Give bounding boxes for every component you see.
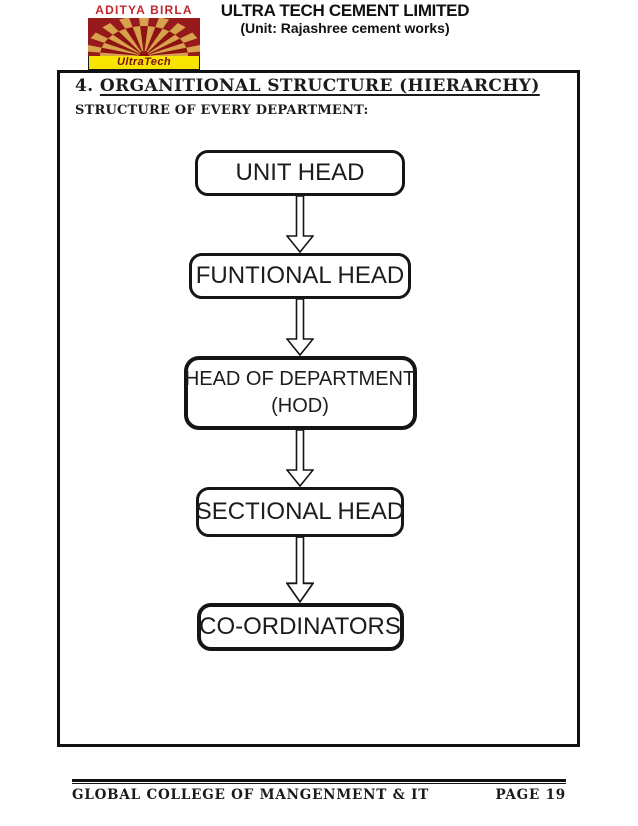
unit-name: (Unit: Rajashree cement works) bbox=[240, 20, 450, 36]
down-arrow-icon bbox=[286, 430, 314, 487]
section-title: ORGANITIONAL STRUCTURE (HIERARCHY) bbox=[99, 76, 540, 96]
section-subtitle: STRUCTURE OF EVERY DEPARTMENT: bbox=[75, 103, 369, 118]
flowchart-node-coordinators: CO-ORDINATORS bbox=[196, 603, 404, 651]
flowchart-node-functional-head: FUNTIONAL HEAD bbox=[189, 253, 411, 299]
node-label: HEAD OF DEPARTMENT bbox=[184, 368, 416, 390]
sunburst-emblem-icon bbox=[88, 18, 200, 56]
org-hierarchy-flowchart: UNIT HEAD FUNTIONAL HEAD HEAD OF DEPARTM… bbox=[54, 150, 546, 651]
footer-page-number: PAGE 19 bbox=[495, 787, 566, 803]
ultratech-band: UltraTech bbox=[88, 56, 200, 70]
footer-divider-thick bbox=[72, 779, 566, 782]
footer-institution: GLOBAL COLLEGE OF MANGENMENT & IT bbox=[72, 787, 430, 803]
node-label: FUNTIONAL HEAD bbox=[195, 262, 405, 289]
page-content-frame: 4. ORGANITIONAL STRUCTURE (HIERARCHY) ST… bbox=[57, 70, 580, 747]
flowchart-node-sectional-head: SECTIONAL HEAD bbox=[196, 487, 404, 537]
company-name: ULTRA TECH CEMENT LIMITED bbox=[220, 1, 470, 20]
document-header: ULTRA TECH CEMENT LIMITED (Unit: Rajashr… bbox=[214, 1, 476, 37]
node-label: UNIT HEAD bbox=[235, 159, 365, 186]
down-arrow-icon bbox=[286, 537, 314, 603]
flowchart-node-unit-head: UNIT HEAD bbox=[195, 150, 405, 196]
node-label: SECTIONAL HEAD bbox=[195, 498, 405, 525]
down-arrow-icon bbox=[286, 196, 314, 253]
ultratech-wordmark: UltraTech bbox=[117, 56, 171, 68]
aditya-birla-wordmark: ADITYA BIRLA bbox=[95, 3, 193, 17]
node-label-line2: (HOD) bbox=[271, 395, 329, 417]
section-number: 4. bbox=[75, 76, 94, 96]
flowchart-node-head-of-department: HEAD OF DEPARTMENT (HOD) bbox=[183, 356, 417, 430]
node-label: CO-ORDINATORS bbox=[199, 613, 401, 640]
aditya-birla-ultratech-logo: ADITYA BIRLA UltraT bbox=[88, 2, 200, 70]
page-footer: GLOBAL COLLEGE OF MANGENMENT & IT PAGE 1… bbox=[72, 779, 566, 803]
footer-divider-thin bbox=[72, 783, 566, 784]
down-arrow-icon bbox=[286, 299, 314, 356]
section-heading: 4. ORGANITIONAL STRUCTURE (HIERARCHY) bbox=[75, 76, 540, 96]
